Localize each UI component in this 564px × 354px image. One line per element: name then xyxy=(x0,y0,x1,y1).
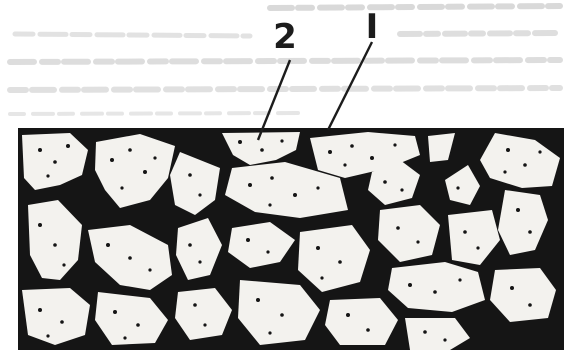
label-matrix: I xyxy=(366,7,379,47)
granule-shape xyxy=(22,288,90,345)
label-granule: 2 xyxy=(273,17,297,57)
